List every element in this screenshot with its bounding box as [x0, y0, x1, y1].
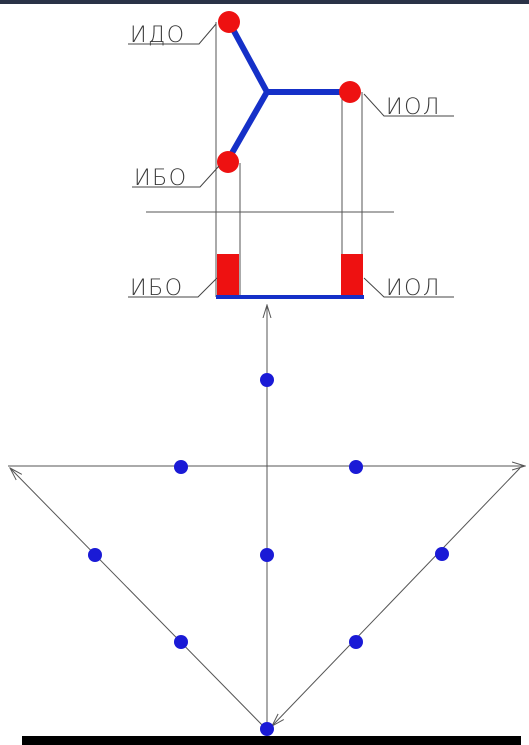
label-ibo-top: ИБО: [134, 166, 188, 191]
block-iol: [341, 254, 363, 296]
node-horizontal-right: [349, 460, 363, 474]
label-ibo-bottom: ИБО: [130, 276, 184, 301]
node-left-mid: [88, 548, 102, 562]
node-horizontal-left: [174, 460, 188, 474]
node-ibo: [217, 151, 239, 173]
label-leaders: [128, 23, 454, 298]
node-apex: [260, 722, 274, 736]
y-arm-lower: [225, 89, 270, 163]
leader-ibo-top: [132, 165, 220, 188]
label-iol-top: ИОЛ: [386, 95, 441, 120]
base-bar: [22, 736, 521, 745]
axis-left-diagonal: [10, 468, 268, 731]
axis-right-diagonal: [272, 467, 521, 726]
leader-iol-bottom: [363, 277, 454, 298]
label-ido: ИДО: [130, 23, 186, 48]
node-ido: [218, 11, 240, 33]
top-frame-border: [0, 0, 529, 4]
blue-nodes: [88, 373, 449, 736]
node-center-mid: [260, 548, 274, 562]
node-center-top: [260, 373, 274, 387]
block-ibo: [217, 254, 239, 296]
node-iol: [339, 81, 361, 103]
leader-ido: [128, 23, 217, 45]
node-right-mid: [435, 547, 449, 561]
leader-ibo-bottom: [128, 277, 218, 298]
label-iol-bottom: ИОЛ: [386, 276, 441, 301]
leader-iol-top: [363, 93, 454, 117]
node-left-low: [174, 635, 188, 649]
node-right-low: [349, 635, 363, 649]
y-arm-upper: [226, 19, 270, 95]
red-nodes: [217, 11, 361, 173]
triangle-axes: [8, 305, 525, 731]
y-structure: [225, 19, 353, 163]
